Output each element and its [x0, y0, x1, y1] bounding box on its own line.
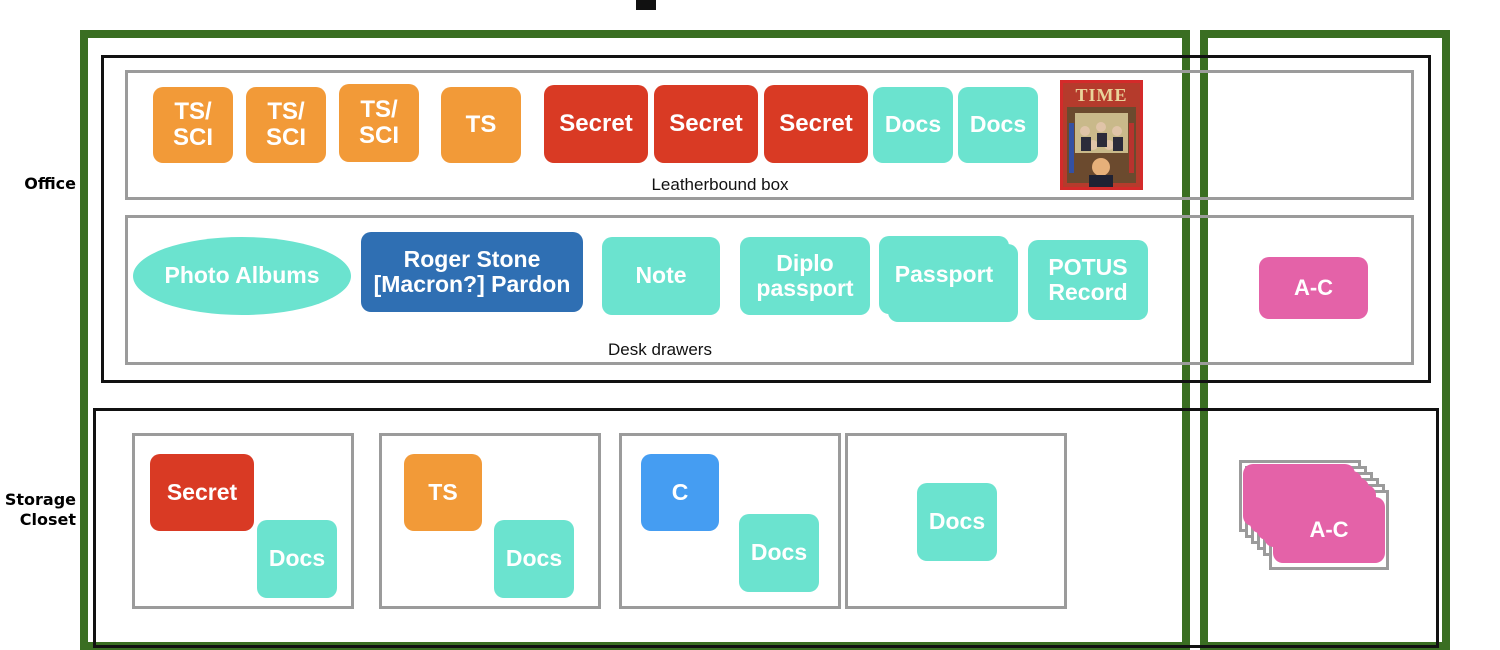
- storage-docs-tile-2: Docs: [494, 520, 574, 598]
- storage-box-3: [619, 433, 841, 609]
- magazine-cover-art-icon: [1067, 107, 1136, 187]
- storage-docs-tile-4: Docs: [917, 483, 997, 561]
- office-box: [101, 55, 1431, 383]
- potus-record-tile: POTUS Record: [1028, 240, 1148, 320]
- ts-tile: TS: [441, 87, 521, 163]
- secret-tile-2: Secret: [654, 85, 758, 163]
- leatherbound-box-caption: Leatherbound box: [651, 175, 789, 194]
- secret-tile-1: Secret: [544, 85, 648, 163]
- ts-sci-tile-3: TS/ SCI: [339, 84, 419, 162]
- storage-docs-tile-3: Docs: [739, 514, 819, 592]
- docs-tile-2: Docs: [958, 87, 1038, 163]
- storage-ts-tile: TS: [404, 454, 482, 531]
- storage-box-4: [845, 433, 1067, 609]
- storage-c-tile: C: [641, 454, 719, 531]
- storage-box-2: [379, 433, 601, 609]
- storage-box-1: [132, 433, 354, 609]
- office-label: Office: [24, 174, 76, 193]
- photo-albums-tile: Photo Albums: [133, 237, 351, 315]
- storage-closet-label: Storage Closet: [4, 490, 76, 529]
- time-magazine-cover: TIME: [1060, 80, 1143, 190]
- pardon-tile: Roger Stone [Macron?] Pardon: [361, 232, 583, 312]
- magazine-title: TIME: [1075, 85, 1128, 105]
- passport-tile: Passport: [879, 236, 1009, 314]
- storage-ac-tile: A-C: [1273, 497, 1385, 563]
- ts-sci-tile-2: TS/ SCI: [246, 87, 326, 163]
- diplo-passport-tile: Diplo passport: [740, 237, 870, 315]
- office-ac-tile: A-C: [1259, 257, 1368, 319]
- docs-tile-1: Docs: [873, 87, 953, 163]
- storage-docs-tile-1: Docs: [257, 520, 337, 598]
- secret-tile-3: Secret: [764, 85, 868, 163]
- note-tile: Note: [602, 237, 720, 315]
- desk-drawers-caption: Desk drawers: [608, 340, 712, 359]
- desk-drawers-box: [125, 215, 1414, 365]
- top-mark: [636, 0, 656, 10]
- storage-secret-tile: Secret: [150, 454, 254, 531]
- ts-sci-tile-1: TS/ SCI: [153, 87, 233, 163]
- leatherbound-box: [125, 70, 1414, 200]
